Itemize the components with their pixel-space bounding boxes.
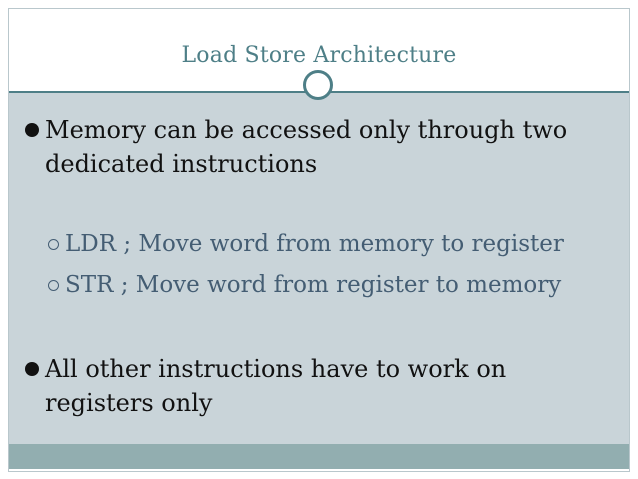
bullet-text-line: dedicated instructions: [45, 150, 318, 178]
footer-band: [9, 444, 629, 469]
sub-bullet-icon: [48, 280, 59, 291]
sub-bullet-icon: [48, 239, 59, 250]
bullet-icon: [25, 362, 39, 376]
bullet-text-line: Memory can be accessed only through two: [45, 116, 568, 144]
bullet-text-line: registers only: [45, 389, 213, 417]
sub-bullet-text: STR ; Move word from register to memory: [65, 272, 562, 298]
bullet-icon: [25, 123, 39, 137]
ring-ornament-icon: [303, 70, 333, 100]
bullet-text-line: All other instructions have to work on: [45, 355, 507, 383]
content-area: Memory can be accessed only through two …: [9, 93, 629, 444]
slide-title: Load Store Architecture: [181, 43, 457, 68]
sub-bullet-text: LDR ; Move word from memory to register: [65, 231, 564, 257]
